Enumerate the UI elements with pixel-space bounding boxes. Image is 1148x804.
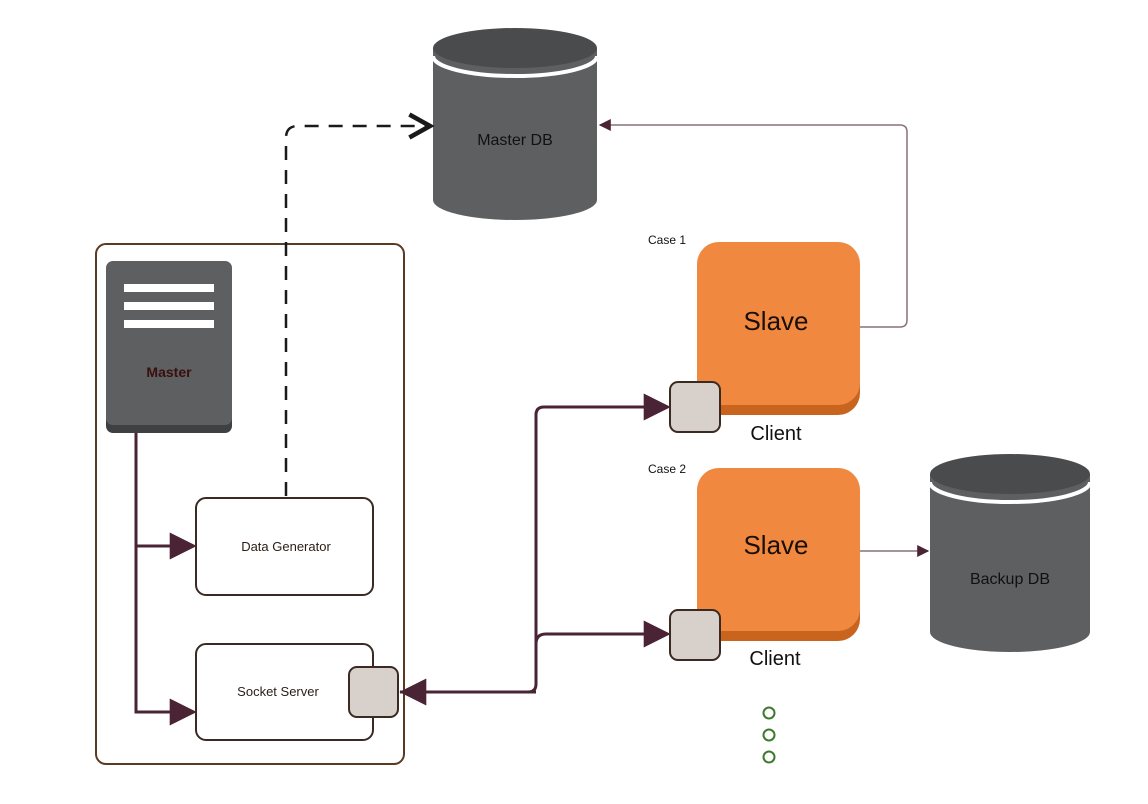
client2-label: Client (749, 648, 801, 670)
master-db-label: Master DB (477, 132, 553, 149)
master-to-socket-server-arrow (134, 546, 197, 726)
socket-to-client2-connector (534, 620, 671, 648)
case1-label: Case 1 (648, 233, 686, 247)
backup-db-label: Backup DB (970, 571, 1050, 588)
data-generator-to-master-db-dashed-arrow (284, 126, 430, 496)
master-db-cylinder: Master DB (431, 28, 599, 220)
client1-port (669, 381, 721, 433)
slave2-label: Slave (743, 530, 808, 560)
client2-port (669, 609, 721, 661)
data-generator-label: Data Generator (241, 539, 331, 554)
slave-case1: Slave (697, 242, 860, 415)
case2-label: Case 2 (648, 462, 686, 476)
socket-to-client1-connector (400, 393, 671, 694)
client1-label: Client (750, 423, 802, 445)
data-generator-box: Data Generator (195, 497, 374, 596)
slave1-to-master-db-arrow (598, 119, 908, 328)
slave1-label: Slave (743, 306, 808, 336)
vertical-ellipsis-icon (762, 706, 776, 764)
backup-db-cylinder: Backup DB (928, 454, 1092, 652)
server-icon: Master (106, 261, 232, 433)
master-label: Master (146, 364, 192, 380)
socket-server-box: Socket Server (195, 643, 374, 741)
slave-case2: Slave (697, 468, 860, 641)
socket-server-label: Socket Server (237, 684, 319, 699)
socket-server-port (348, 666, 399, 718)
